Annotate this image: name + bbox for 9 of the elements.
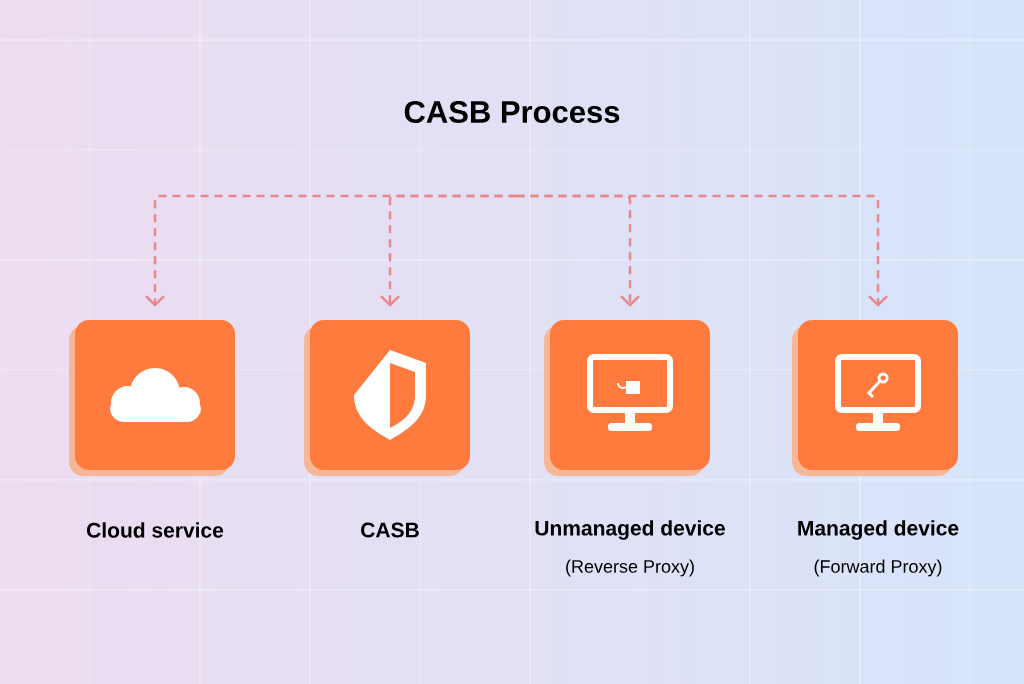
node-sublabel: (Reverse Proxy) [566,559,694,577]
arrow [380,194,517,307]
node-label: CASB [361,522,419,538]
node-sublabel: (Forward Proxy) [814,559,942,577]
node-label: Unmanaged device [535,520,725,540]
node-label: Cloud service [87,522,224,538]
node-label: Managed device [798,520,959,540]
arrow [516,194,888,307]
title: CASB Process [404,101,620,123]
